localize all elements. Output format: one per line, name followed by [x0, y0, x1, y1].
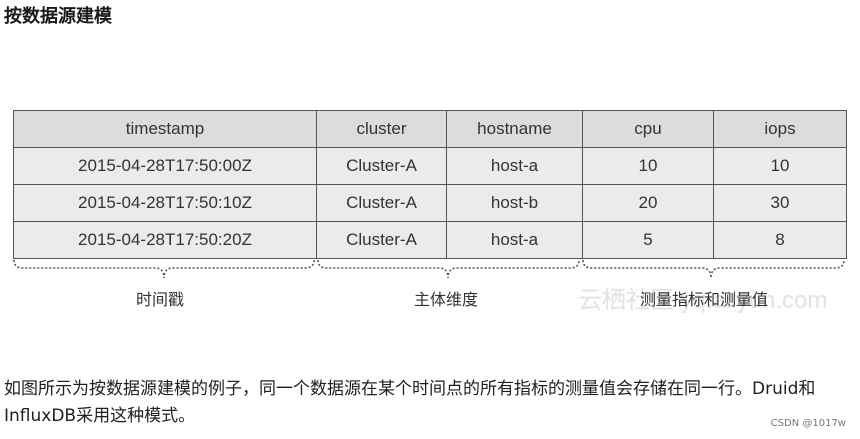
- cell-hostname: host-a: [446, 147, 583, 185]
- column-header-iops: iops: [713, 110, 847, 148]
- brace-dimensions: [317, 259, 580, 279]
- table-row: 2015-04-28T17:50:10Z Cluster-A host-b 20…: [13, 184, 847, 222]
- cell-cluster: Cluster-A: [316, 147, 447, 185]
- group-label-metrics: 测量指标和测量值: [640, 290, 769, 309]
- cell-cluster: Cluster-A: [316, 184, 447, 222]
- section-heading: 按数据源建模: [4, 6, 112, 27]
- cell-hostname: host-a: [446, 221, 583, 259]
- data-table-figure: timestamp cluster hostname cpu iops 2015…: [13, 110, 847, 259]
- cell-timestamp: 2015-04-28T17:50:00Z: [13, 147, 317, 185]
- column-header-hostname: hostname: [446, 110, 583, 148]
- group-label-dimensions: 主体维度: [414, 290, 479, 309]
- watermark: 云栖社区 yq.aliyun.com: [578, 287, 828, 314]
- cell-timestamp: 2015-04-28T17:50:20Z: [13, 221, 317, 259]
- cell-iops: 10: [713, 147, 847, 185]
- table-row: 2015-04-28T17:50:20Z Cluster-A host-a 5 …: [13, 221, 847, 259]
- cell-cpu: 20: [582, 184, 714, 222]
- cell-cpu: 5: [582, 221, 714, 259]
- cell-iops: 30: [713, 184, 847, 222]
- table-header-row: timestamp cluster hostname cpu iops: [13, 110, 847, 148]
- group-braces: [13, 259, 845, 279]
- column-header-cpu: cpu: [582, 110, 714, 148]
- brace-metrics: [582, 259, 845, 279]
- group-label-timestamp: 时间戳: [136, 290, 185, 309]
- brace-timestamp: [13, 259, 315, 279]
- column-header-timestamp: timestamp: [13, 110, 317, 148]
- source-credit: CSDN @1017w: [770, 418, 846, 429]
- data-table: timestamp cluster hostname cpu iops 2015…: [13, 110, 847, 259]
- cell-cluster: Cluster-A: [316, 221, 447, 259]
- column-header-cluster: cluster: [316, 110, 447, 148]
- table-row: 2015-04-28T17:50:00Z Cluster-A host-a 10…: [13, 147, 847, 185]
- cell-hostname: host-b: [446, 184, 583, 222]
- caption-paragraph: 如图所示为按数据源建模的例子，同一个数据源在某个时间点的所有指标的测量值会存储在…: [4, 379, 816, 426]
- cell-cpu: 10: [582, 147, 714, 185]
- cell-timestamp: 2015-04-28T17:50:10Z: [13, 184, 317, 222]
- cell-iops: 8: [713, 221, 847, 259]
